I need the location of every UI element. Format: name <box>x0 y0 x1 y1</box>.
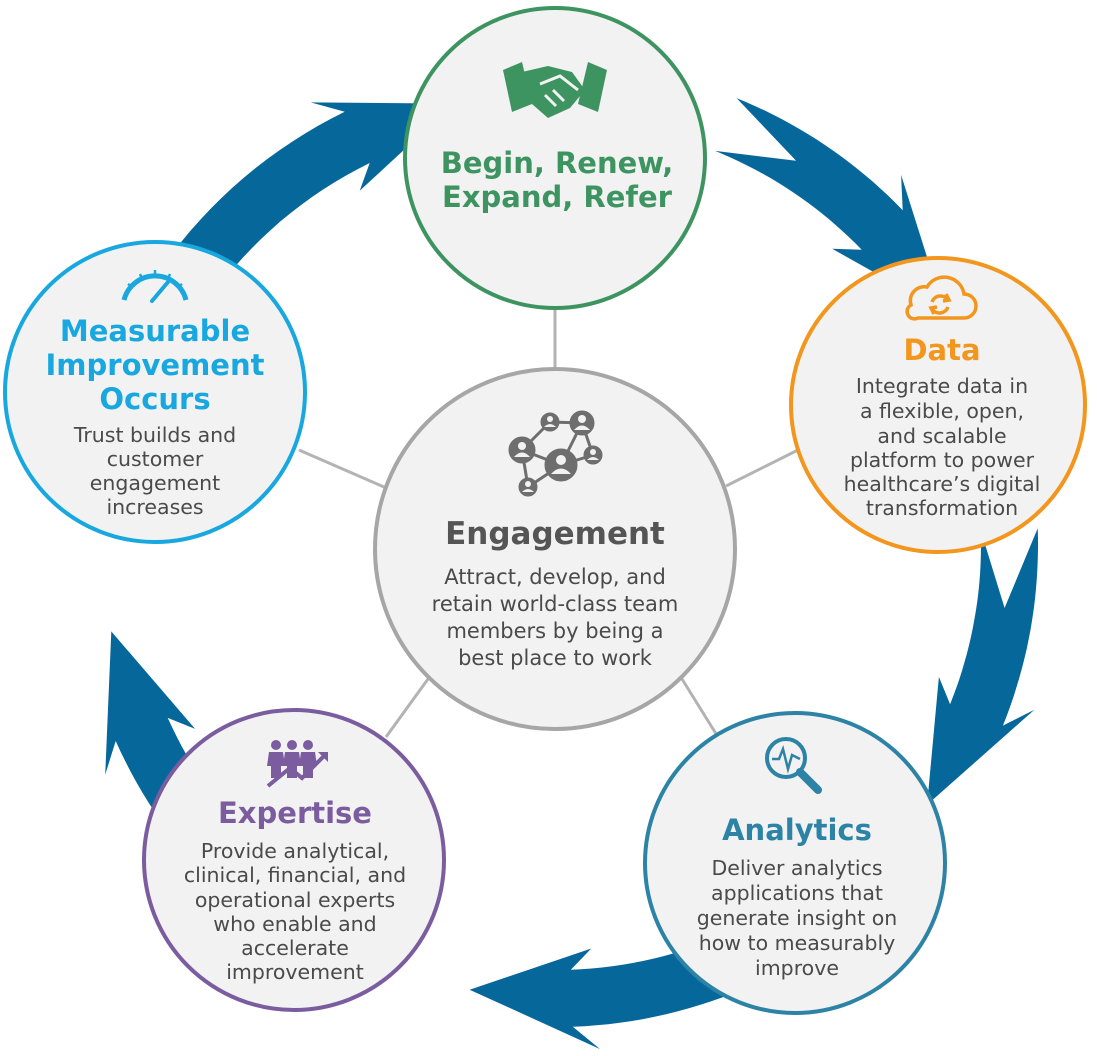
node-analytics-body-line-4: how to measurably <box>699 931 896 955</box>
node-measurable-title-line-3: Occurs <box>99 382 210 416</box>
center-body-line-2: retain world-class team <box>432 592 679 616</box>
center-body-line-1: Attract, develop, and <box>444 565 666 589</box>
node-expertise-body-line-2: clinical, financial, and <box>184 863 406 887</box>
node-expertise-title: Expertise <box>218 796 372 830</box>
center-title: Engagement <box>445 516 665 552</box>
connector-measurable <box>298 448 385 489</box>
node-analytics: Analytics Deliver analytics applications… <box>643 711 947 1015</box>
node-analytics-body-line-1: Deliver analytics <box>711 856 882 880</box>
node-measurable-body-line-3: engagement <box>90 471 220 495</box>
node-measurable-body-line-1: Trust builds and <box>73 423 236 447</box>
node-expertise-body-line-5: accelerate <box>241 936 349 960</box>
node-measurable-title-line-2: Improvement <box>46 348 265 382</box>
connector-expertise <box>384 678 430 738</box>
network-people-icon <box>508 410 603 497</box>
node-data: Data Integrate data in a flexible, open,… <box>789 256 1087 554</box>
center-circle <box>373 367 737 731</box>
cycle-arrow-3 <box>927 528 1038 805</box>
node-data-body-line-5: healthcare’s digital <box>844 472 1041 496</box>
node-data-body-line-4: platform to power <box>850 448 1035 472</box>
node-expertise: Expertise Provide analytical, clinical, … <box>142 708 446 1012</box>
speedometer-icon <box>121 270 189 303</box>
node-data-body-line-3: and scalable <box>877 424 1006 448</box>
node-expertise-body-line-6: improvement <box>226 960 364 984</box>
node-measurable-circle <box>3 240 307 544</box>
node-data-body-line-6: transformation <box>866 496 1018 520</box>
node-data-circle <box>789 256 1087 554</box>
node-analytics-body-line-5: improve <box>755 956 839 980</box>
connector-lines <box>298 300 801 738</box>
node-analytics-body-line-3: generate insight on <box>697 906 898 930</box>
node-expertise-body-line-4: who enable and <box>213 912 376 936</box>
node-analytics-body-line-2: applications that <box>711 881 883 905</box>
node-begin-circle <box>403 6 707 310</box>
center-node: Engagement Attract, develop, and retain … <box>373 367 737 731</box>
node-measurable-body-line-2: customer <box>107 447 204 471</box>
center-body-line-4: best place to work <box>458 646 653 670</box>
node-data-body-line-1: Integrate data in <box>856 374 1028 398</box>
node-begin-title-line-2: Expand, Refer <box>442 180 673 214</box>
node-analytics-circle <box>643 711 947 1015</box>
node-begin: Begin, Renew, Expand, Refer <box>403 6 707 310</box>
magnifier-pulse-icon <box>765 737 822 794</box>
team-growth-icon <box>266 740 328 788</box>
node-expertise-body-line-1: Provide analytical, <box>201 839 389 863</box>
node-analytics-title: Analytics <box>722 813 872 847</box>
connector-data <box>725 447 801 488</box>
node-expertise-circle <box>142 708 446 1012</box>
handshake-icon <box>503 62 607 118</box>
node-begin-title-line-1: Begin, Renew, <box>441 146 674 180</box>
node-measurable: Measurable Improvement Occurs Trust buil… <box>3 240 307 544</box>
node-measurable-title-line-1: Measurable <box>60 314 250 348</box>
node-expertise-body-line-3: operational experts <box>195 888 395 912</box>
node-measurable-body-line-4: increases <box>106 495 203 519</box>
center-body-line-3: members by being a <box>446 619 663 643</box>
cloud-sync-icon <box>905 275 978 321</box>
node-data-title: Data <box>903 333 980 367</box>
cycle-arrow-2 <box>715 98 945 312</box>
connector-analytics <box>680 678 720 738</box>
node-data-body-line-2: a flexible, open, <box>860 399 1024 423</box>
